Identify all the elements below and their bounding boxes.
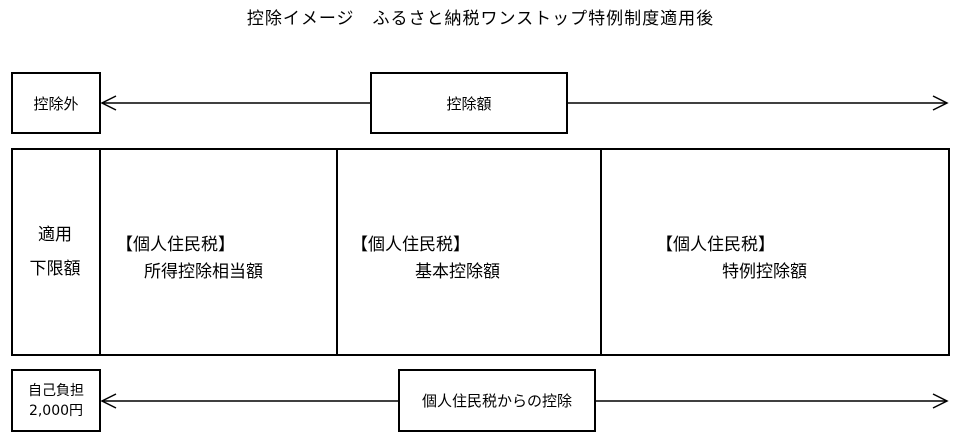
- diagram-title: 控除イメージ ふるさと納税ワンストップ特例制度適用後: [246, 9, 715, 29]
- self-burden-box: 自己負担 2,000円: [11, 369, 101, 432]
- special-deduction-cell: 【個人住民税】 特例控除額: [602, 148, 950, 356]
- main-row-frame: [11, 148, 950, 356]
- resident-tax-deduction-box: 個人住民税からの控除: [398, 369, 596, 432]
- income-deduction-category: 【個人住民税】: [116, 235, 235, 255]
- lower-limit-line1: 適用: [38, 225, 72, 245]
- basic-deduction-cell: 【個人住民税】 基本控除額: [338, 148, 602, 356]
- excluded-label: 控除外: [33, 94, 79, 113]
- income-deduction-cell: 【個人住民税】 所得控除相当額: [101, 148, 338, 356]
- top-arrow-right-head: [932, 95, 949, 111]
- self-burden-line2: 2,000円: [28, 402, 84, 419]
- resident-tax-deduction-label: 個人住民税からの控除: [421, 392, 572, 410]
- deduction-amount-box: 控除額: [370, 72, 568, 134]
- deduction-amount-label: 控除額: [446, 94, 492, 113]
- income-deduction-name: 所得控除相当額: [144, 262, 263, 282]
- lower-limit-cell: 適用 下限額: [11, 148, 101, 356]
- top-arrow-left-head: [100, 95, 117, 111]
- self-burden-line1: 自己負担: [28, 382, 84, 399]
- basic-deduction-category: 【個人住民税】: [351, 235, 470, 255]
- bottom-arrow-left-head: [100, 393, 117, 409]
- lower-limit-line2: 下限額: [29, 259, 81, 279]
- excluded-box: 控除外: [11, 72, 101, 134]
- special-deduction-category: 【個人住民税】: [656, 235, 775, 255]
- bottom-arrow-right-head: [932, 393, 949, 409]
- special-deduction-name: 特例控除額: [722, 262, 807, 282]
- basic-deduction-name: 基本控除額: [415, 262, 500, 282]
